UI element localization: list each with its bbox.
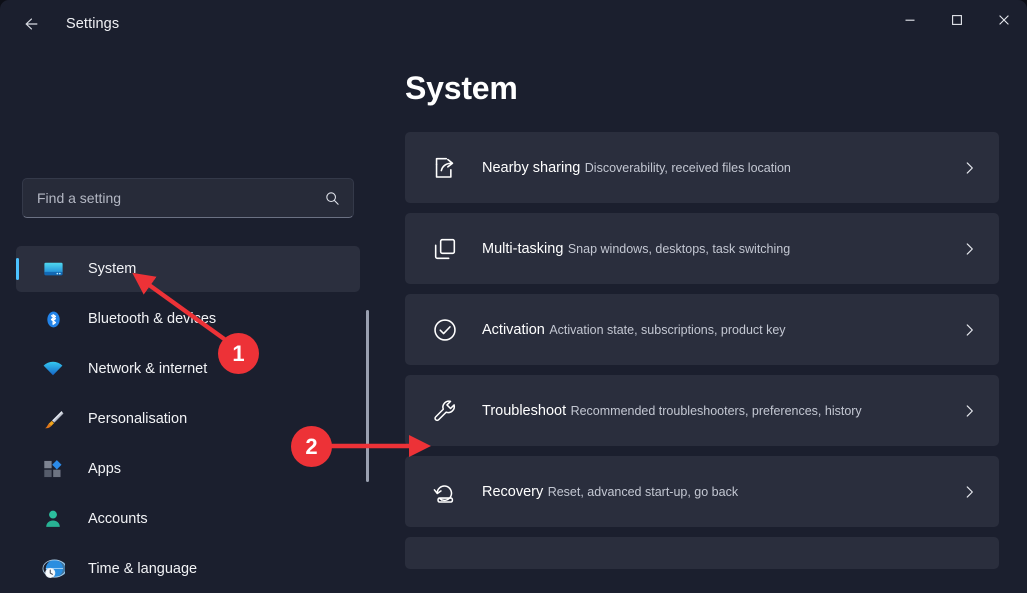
card-subtitle: Snap windows, desktops, task switching — [567, 241, 791, 256]
chevron-right-icon — [962, 403, 977, 418]
monitor-icon — [40, 256, 66, 282]
search-icon — [325, 191, 339, 205]
chevron-right-icon — [962, 160, 977, 175]
bluetooth-icon — [40, 306, 66, 332]
settings-card-list: Nearby sharing Discoverability, received… — [405, 132, 999, 569]
chevron-right-icon — [962, 322, 977, 337]
sidebar-item-label: Network & internet — [88, 361, 208, 377]
card-subtitle: Recommended troubleshooters, preferences… — [570, 403, 862, 418]
sidebar-item-personalisation[interactable]: Personalisation — [16, 396, 360, 442]
card-subtitle: Reset, advanced start-up, go back — [547, 484, 739, 499]
wifi-icon — [40, 356, 66, 382]
app-title: Settings — [66, 16, 120, 32]
recovery-icon — [429, 476, 461, 508]
globe-clock-icon — [40, 556, 66, 582]
page-title: System — [405, 70, 518, 106]
sidebar-item-label: Time & language — [88, 561, 198, 577]
sidebar-item-label: Bluetooth & devices — [88, 311, 217, 327]
sidebar-item-label: Apps — [88, 461, 122, 477]
search-button[interactable] — [315, 181, 349, 215]
card-subtitle: Activation state, subscriptions, product… — [549, 322, 786, 337]
chevron-right-icon — [962, 241, 977, 256]
maximize-icon — [951, 15, 962, 25]
sidebar-item-system[interactable]: System — [16, 246, 360, 292]
card-title: Activation — [482, 321, 545, 338]
minimize-button[interactable] — [886, 0, 933, 40]
settings-card-troubleshoot[interactable]: Troubleshoot Recommended troubleshooters… — [405, 375, 999, 446]
sidebar-item-network-internet[interactable]: Network & internet — [16, 346, 360, 392]
wrench-icon — [429, 395, 461, 427]
close-icon — [998, 15, 1009, 25]
paintbrush-icon — [40, 406, 66, 432]
chevron-right-icon — [962, 484, 977, 499]
sidebar-item-time-language[interactable]: Time & language — [16, 546, 360, 592]
card-title: Recovery — [482, 483, 544, 500]
settings-card-recovery[interactable]: Recovery Reset, advanced start-up, go ba… — [405, 456, 999, 527]
sidebar-nav: System Bluetooth & devices — [16, 246, 360, 593]
sidebar-item-bluetooth-devices[interactable]: Bluetooth & devices — [16, 296, 360, 342]
sidebar-item-label: System — [88, 261, 137, 277]
sidebar-item-label: Personalisation — [88, 411, 188, 427]
annotation-badge-1: 1 — [218, 333, 259, 374]
maximize-button[interactable] — [933, 0, 980, 40]
windows-stack-icon — [429, 233, 461, 265]
minimize-icon — [905, 19, 914, 21]
back-button[interactable] — [14, 7, 48, 41]
annotation-badge-label: 1 — [232, 340, 245, 366]
back-arrow-icon — [25, 18, 38, 30]
card-title: Troubleshoot — [482, 402, 567, 419]
settings-card-activation[interactable]: Activation Activation state, subscriptio… — [405, 294, 999, 365]
share-icon — [429, 152, 461, 184]
check-circle-icon — [429, 314, 461, 346]
card-subtitle: Discoverability, received files location — [584, 160, 791, 175]
sidebar: System Bluetooth & devices — [0, 48, 390, 593]
annotation-badge-2: 2 — [291, 426, 332, 467]
title-bar: Settings — [0, 0, 1027, 48]
annotation-badge-label: 2 — [305, 433, 318, 459]
search-box[interactable] — [22, 178, 354, 218]
card-title: Multi-tasking — [482, 240, 564, 257]
settings-card-nearby-sharing[interactable]: Nearby sharing Discoverability, received… — [405, 132, 999, 203]
apps-icon — [40, 456, 66, 482]
person-icon — [40, 506, 66, 532]
search-input[interactable] — [23, 190, 315, 206]
close-button[interactable] — [980, 0, 1027, 40]
settings-card-multi-tasking[interactable]: Multi-tasking Snap windows, desktops, ta… — [405, 213, 999, 284]
card-title: Nearby sharing — [482, 159, 581, 176]
window-controls — [886, 0, 1027, 40]
sidebar-scrollbar[interactable] — [366, 310, 369, 482]
main-content: System Nearby sharing Discoverability, r… — [390, 48, 1027, 593]
sidebar-item-label: Accounts — [88, 511, 148, 527]
sidebar-item-apps[interactable]: Apps — [16, 446, 360, 492]
sidebar-item-accounts[interactable]: Accounts — [16, 496, 360, 542]
settings-card-partial[interactable] — [405, 537, 999, 569]
